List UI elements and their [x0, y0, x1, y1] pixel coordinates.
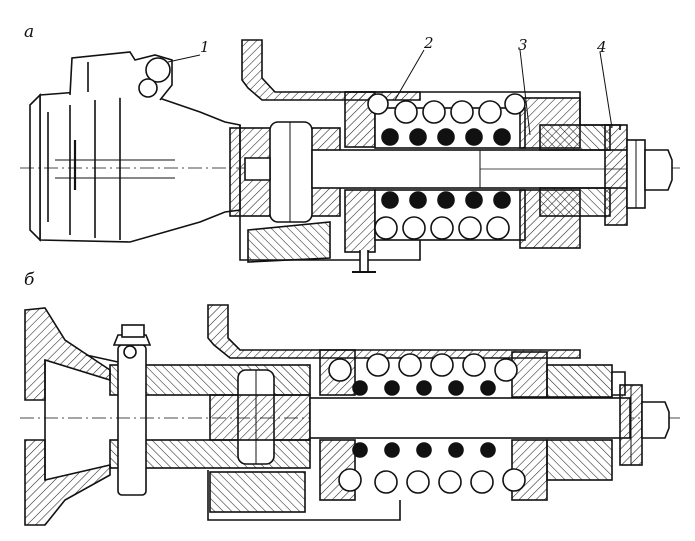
panel-a-label: а: [24, 22, 35, 42]
callout-2: 2: [424, 34, 434, 52]
spring-upper-a: [367, 93, 526, 146]
spring-lower-b: [338, 442, 526, 494]
spring-lower-a: [374, 191, 511, 240]
callout-1: 1: [200, 38, 210, 56]
callout-3: 3: [518, 36, 528, 54]
panel-b-drawing: [20, 304, 680, 526]
panel-a-drawing: [20, 39, 680, 273]
panel-b-label: б: [24, 270, 35, 290]
spring-upper-b: [328, 353, 518, 396]
callout-4: 4: [597, 38, 607, 56]
leader-lines-a: [167, 49, 613, 136]
